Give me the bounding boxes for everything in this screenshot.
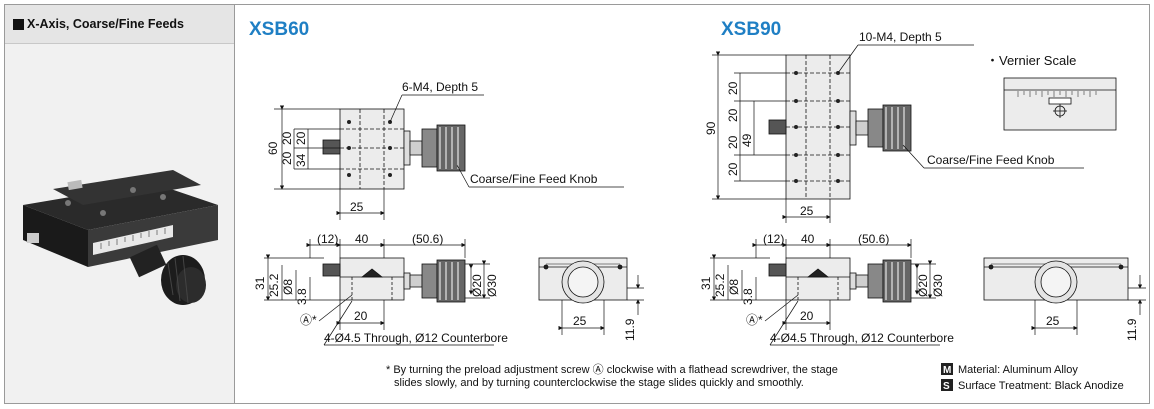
xsb60-dim-20a: 20 <box>280 131 294 145</box>
xsb90-dim-90: 90 <box>704 121 718 135</box>
category-label: X-Axis, Coarse/Fine Feeds <box>27 17 185 31</box>
category-title: X-Axis, Coarse/Fine Feeds <box>5 5 234 44</box>
drawing-area: XSB60 <box>249 19 1146 392</box>
xsb90-dim-20d: 20 <box>726 162 740 176</box>
product-sidebar: X-Axis, Coarse/Fine Feeds <box>5 5 235 403</box>
xsb60-dim-d30: Ø30 <box>485 274 499 297</box>
xsb90-dim-25: 25 <box>800 204 814 218</box>
xsb90-dim-20c: 20 <box>726 135 740 149</box>
xsb90-cbore-note: 4-Ø4.5 Through, Ø12 Counterbore <box>770 331 954 345</box>
material-spec: Material: Aluminum Alloy <box>958 364 1078 376</box>
xsb90-dim-40: 40 <box>801 232 815 246</box>
surface-badge-letter: S <box>943 381 950 392</box>
xsb60-dim-50: (50.6) <box>412 232 443 246</box>
vernier-title: ・Vernier Scale <box>986 53 1076 68</box>
xsb60-end-dim-25: 25 <box>573 314 587 328</box>
model-title-xsb90: XSB90 <box>721 19 781 40</box>
xsb90-dim-d30: Ø30 <box>931 274 945 297</box>
xsb60-dim-40: 40 <box>355 232 369 246</box>
xsb60-dim-12: (12) <box>317 232 338 246</box>
xsb60-dim-20-hole: 20 <box>354 309 368 323</box>
xsb60-cbore-note: 4-Ø4.5 Through, Ø12 Counterbore <box>324 331 508 345</box>
xsb60-dim-20c: 20 <box>294 131 308 145</box>
xsb60-end-view <box>538 257 628 304</box>
xsb60-side-view <box>322 257 466 303</box>
title-square-icon <box>13 18 24 30</box>
xsb60-dim-60: 60 <box>266 141 280 155</box>
xsb60-tap-note: 6-M4, Depth 5 <box>402 80 478 94</box>
xsb60-dim-25-2: 25.2 <box>267 273 281 297</box>
material-badge <box>941 363 953 375</box>
xsb90-dim-20a: 20 <box>726 81 740 95</box>
xsb90-tap-note: 10-M4, Depth 5 <box>859 30 942 44</box>
xsb60-dim-3-8: 3.8 <box>295 288 309 305</box>
vernier-scale-diagram <box>1003 77 1117 131</box>
xsb60-dim-d8: Ø8 <box>281 279 295 295</box>
xsb90-end-dim-11-9: 11.9 <box>1125 318 1139 341</box>
xsb90-dim-d8: Ø8 <box>727 279 741 295</box>
xsb90-a-mark: Ⓐ* <box>746 313 763 327</box>
xsb90-dim-49: 49 <box>740 133 754 147</box>
xsb90-dim-20b: 20 <box>726 108 740 122</box>
xsb60-a-mark: Ⓐ* <box>300 313 317 327</box>
xsb90-dim-d20: Ø20 <box>916 274 930 297</box>
product-frame: X-Axis, Coarse/Fine Feeds <box>4 4 1150 404</box>
xsb60-end-dim-11-9: 11.9 <box>623 318 637 341</box>
surface-badge <box>941 379 953 391</box>
xsb60-dim-31: 31 <box>253 276 267 290</box>
xsb90-side-view <box>768 257 912 303</box>
xsb60-top-view <box>322 108 466 190</box>
footnote-line-1: * By turning the preload adjustment scre… <box>386 363 838 376</box>
model-title-xsb60: XSB60 <box>249 19 309 40</box>
xsb60-dim-34: 34 <box>294 153 308 167</box>
xsb90-dim-50: (50.6) <box>858 232 889 246</box>
material-badge-letter: M <box>943 365 951 376</box>
xsb60-dim-20b: 20 <box>280 151 294 165</box>
xsb60-dim-d20: Ø20 <box>470 274 484 297</box>
xsb60-dim-25: 25 <box>350 200 364 214</box>
product-photo <box>23 170 218 305</box>
footnote-line-2: slides slowly, and by turning counterclo… <box>394 377 804 389</box>
xsb90-knob-label: Coarse/Fine Feed Knob <box>927 153 1055 167</box>
xsb90-dim-25-2: 25.2 <box>713 273 727 297</box>
xsb90-end-dim-25: 25 <box>1046 314 1060 328</box>
xsb90-dim-3-8: 3.8 <box>741 288 755 305</box>
surface-spec: Surface Treatment: Black Anodize <box>958 380 1124 392</box>
xsb90-dim-12: (12) <box>763 232 784 246</box>
xsb90-dim-31: 31 <box>699 276 713 290</box>
xsb90-end-view <box>983 257 1129 304</box>
xsb90-dim-20-hole: 20 <box>800 309 814 323</box>
xsb60-knob-label: Coarse/Fine Feed Knob <box>470 172 598 186</box>
